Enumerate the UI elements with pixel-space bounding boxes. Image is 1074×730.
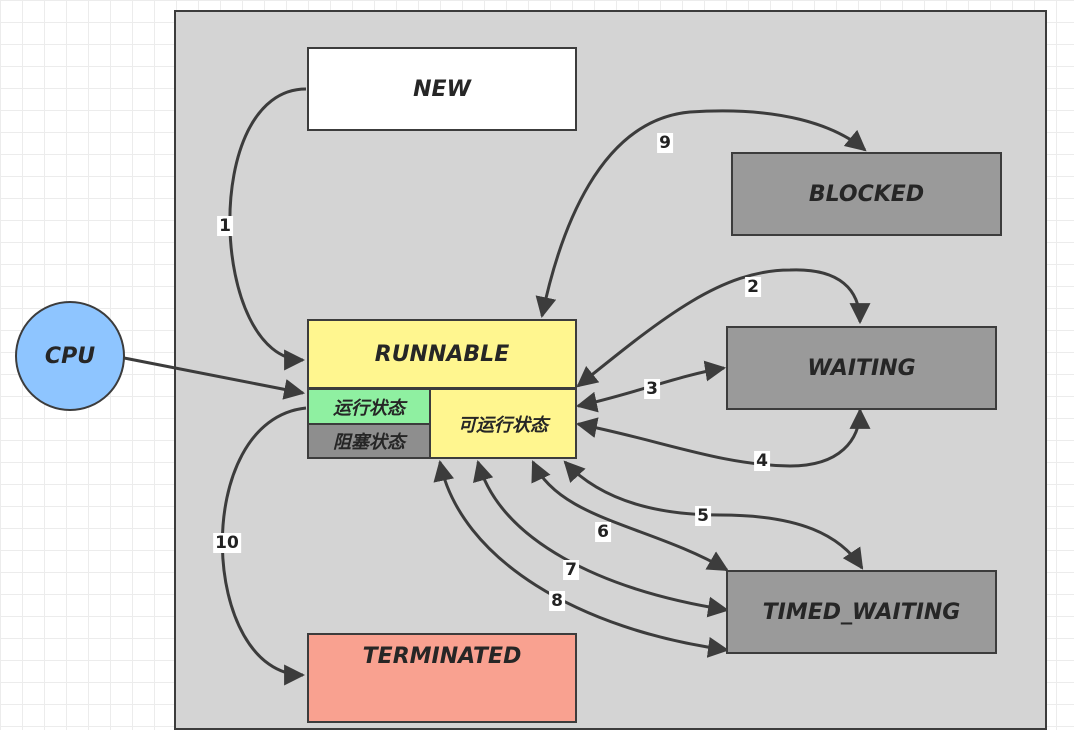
state-terminated-label: TERMINATED — [362, 643, 522, 669]
edge-label-1: 1 — [217, 216, 233, 236]
edge-8-path — [433, 459, 730, 658]
substate-blocking-label: 阻塞状态 — [333, 432, 405, 453]
edge-label-5: 5 — [695, 506, 711, 526]
edge-2-path — [576, 268, 871, 388]
state-waiting: WAITING — [726, 326, 997, 410]
edge-5-path — [563, 460, 864, 570]
edge-label-7: 7 — [563, 560, 579, 580]
state-timed-waiting-label: TIMED_WAITING — [762, 599, 961, 625]
state-runnable-label: RUNNABLE — [374, 341, 510, 367]
edge-1-path — [228, 87, 307, 371]
substate-ready: 可运行状态 — [429, 388, 577, 459]
state-waiting-label: WAITING — [807, 355, 916, 381]
state-timed-waiting: TIMED_WAITING — [726, 570, 997, 654]
transition-arrows — [123, 87, 871, 686]
substate-running-label: 运行状态 — [333, 397, 405, 419]
edge-label-3: 3 — [644, 379, 660, 399]
state-runnable: RUNNABLE — [307, 319, 577, 389]
state-terminated: TERMINATED — [307, 633, 577, 723]
edge-9-path — [535, 109, 867, 319]
cpu-label: CPU — [44, 343, 96, 369]
edge-label-9: 9 — [657, 133, 673, 153]
state-blocked: BLOCKED — [731, 152, 1002, 236]
substate-running: 运行状态 — [307, 388, 431, 425]
cpu-link-path — [123, 356, 306, 400]
substate-blocking: 阻塞状态 — [307, 423, 431, 459]
edge-label-4: 4 — [754, 451, 770, 471]
edge-label-8: 8 — [549, 591, 565, 611]
cpu-node: CPU — [15, 301, 125, 411]
edge-label-2: 2 — [745, 277, 761, 297]
edge-label-10: 10 — [213, 533, 241, 553]
state-blocked-label: BLOCKED — [808, 181, 925, 207]
state-new: NEW — [307, 47, 577, 131]
edge-label-6: 6 — [595, 522, 611, 542]
state-new-label: NEW — [413, 76, 471, 102]
edge-4-path — [575, 407, 871, 468]
substate-ready-label: 可运行状态 — [458, 414, 548, 436]
